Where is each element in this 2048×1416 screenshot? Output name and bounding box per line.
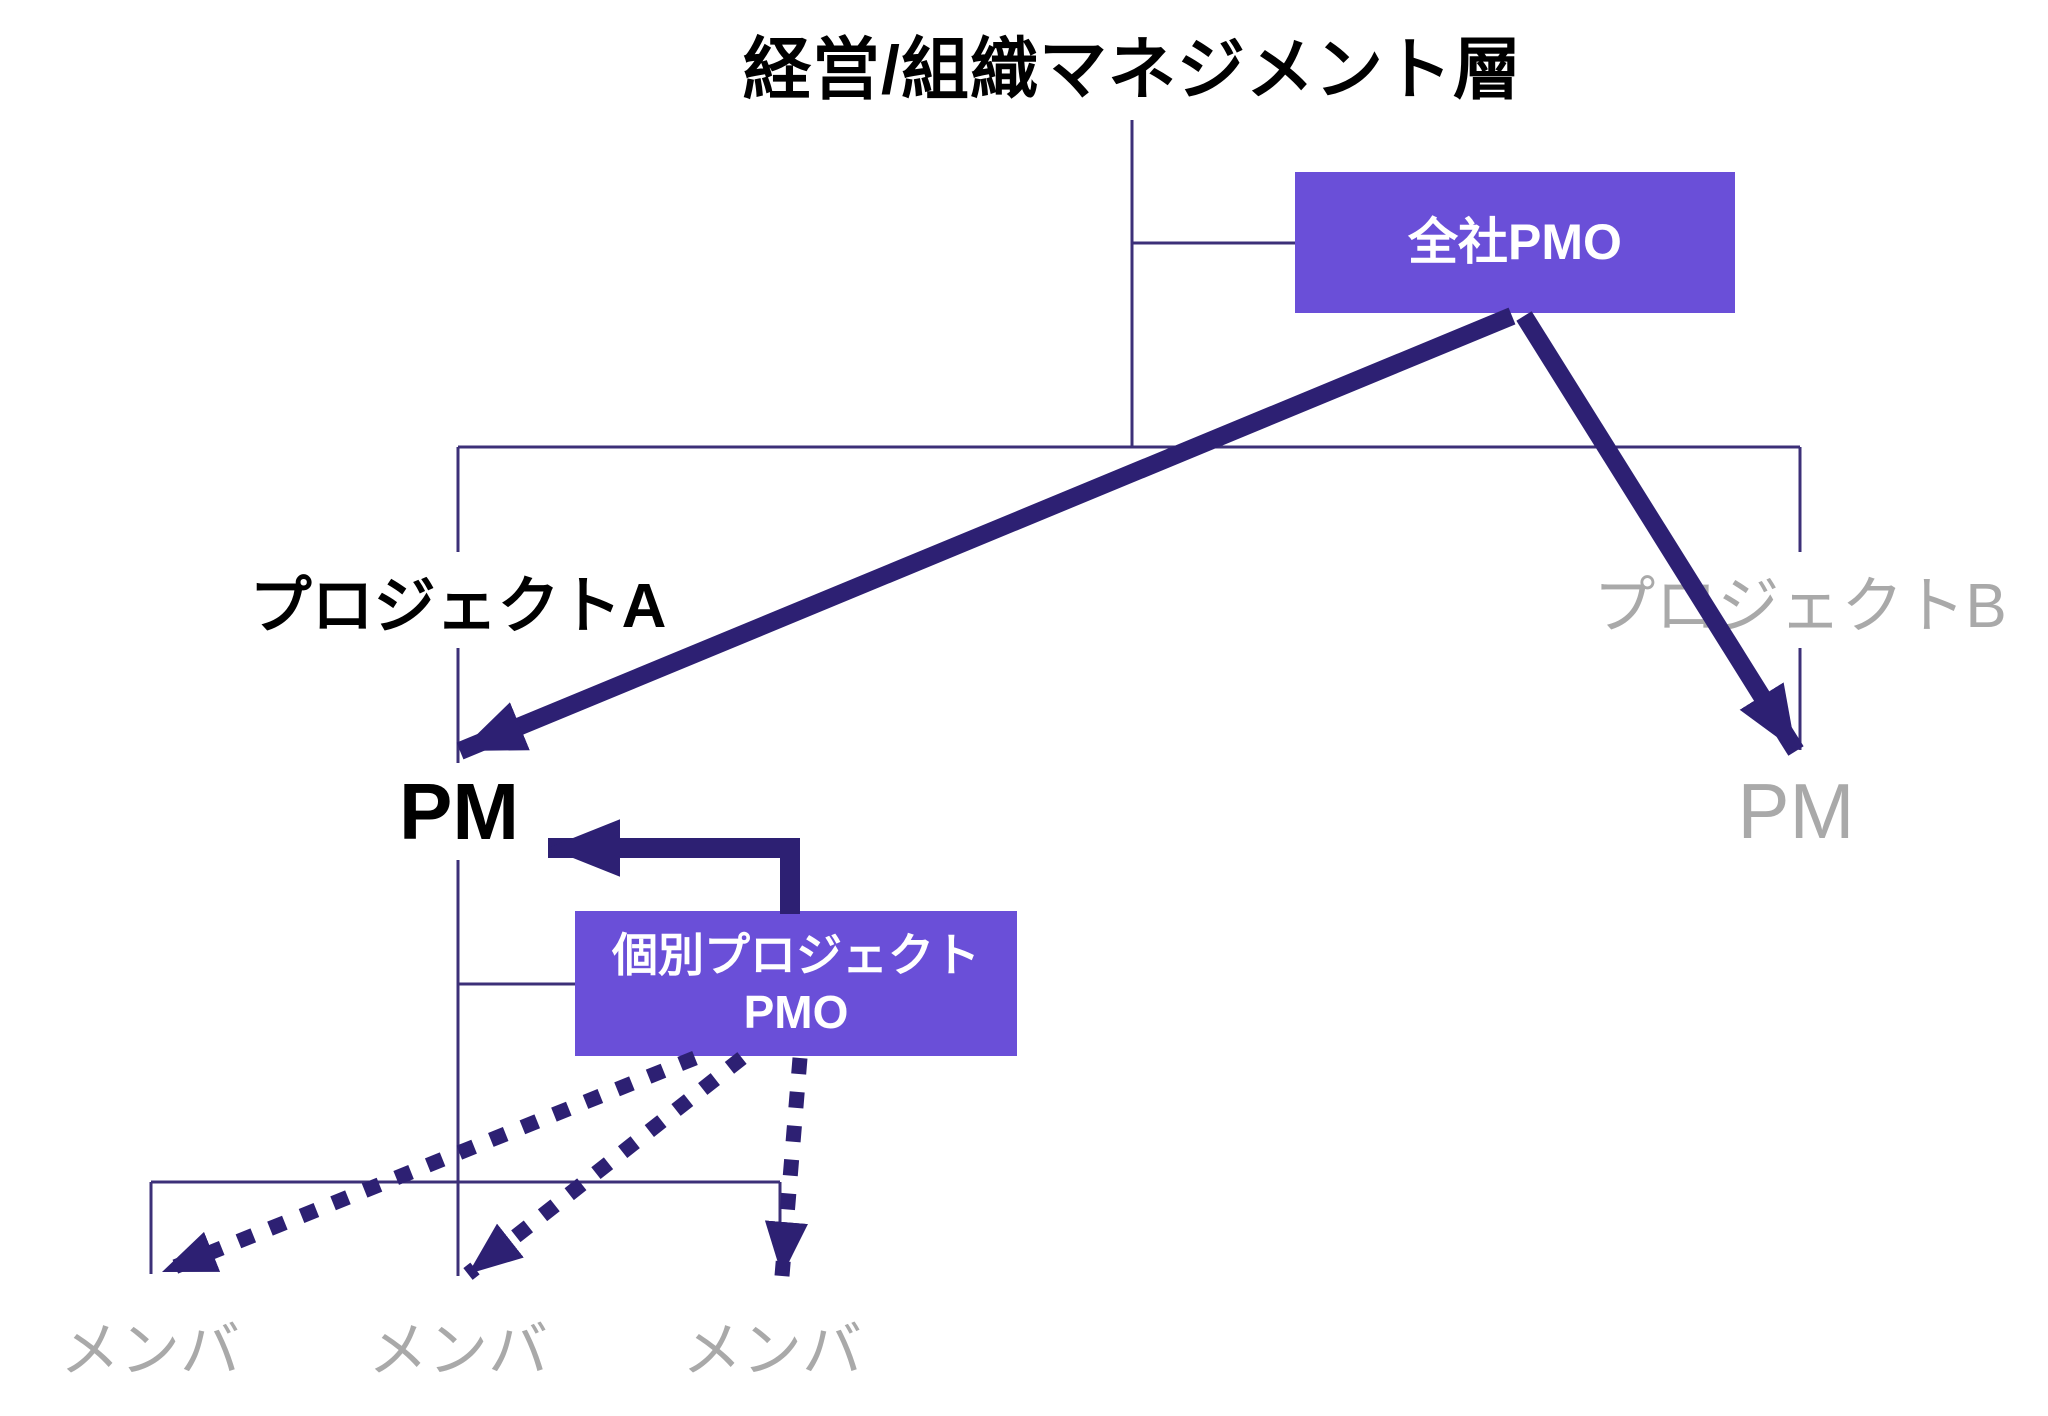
member-1-label: メンバ [60,1317,240,1384]
project-b-label: プロジェクトB [1576,552,2024,648]
arrow-individual-pmo-to-pm-a [548,819,800,914]
pm-a-label: PM [383,763,535,860]
member-3-label: メンバ [682,1317,862,1384]
arrow-company-pmo-to-pm-a [456,307,1516,760]
company-pmo-label: 全社PMO [1408,214,1622,270]
project-a-label: プロジェクトA [240,552,676,648]
individual-pmo-box: 個別プロジェクト PMO [575,911,1017,1056]
pm-b-label: PM [1716,765,1876,857]
dashed-arrow-individual-pmo-to-member-1 [159,1051,698,1279]
company-pmo-box: 全社PMO [1295,172,1735,313]
dashed-arrow-individual-pmo-to-member-2 [463,1052,747,1280]
individual-pmo-label-line1: 個別プロジェクト [612,929,980,982]
member-2-label: メンバ [368,1317,548,1384]
arrow-company-pmo-to-pm-b [1516,311,1804,756]
dashed-arrow-individual-pmo-to-member-3 [764,1057,808,1277]
individual-pmo-label-line2: PMO [743,985,849,1038]
management-layer-title: 経営/組織マネジメント層 [743,31,1522,108]
